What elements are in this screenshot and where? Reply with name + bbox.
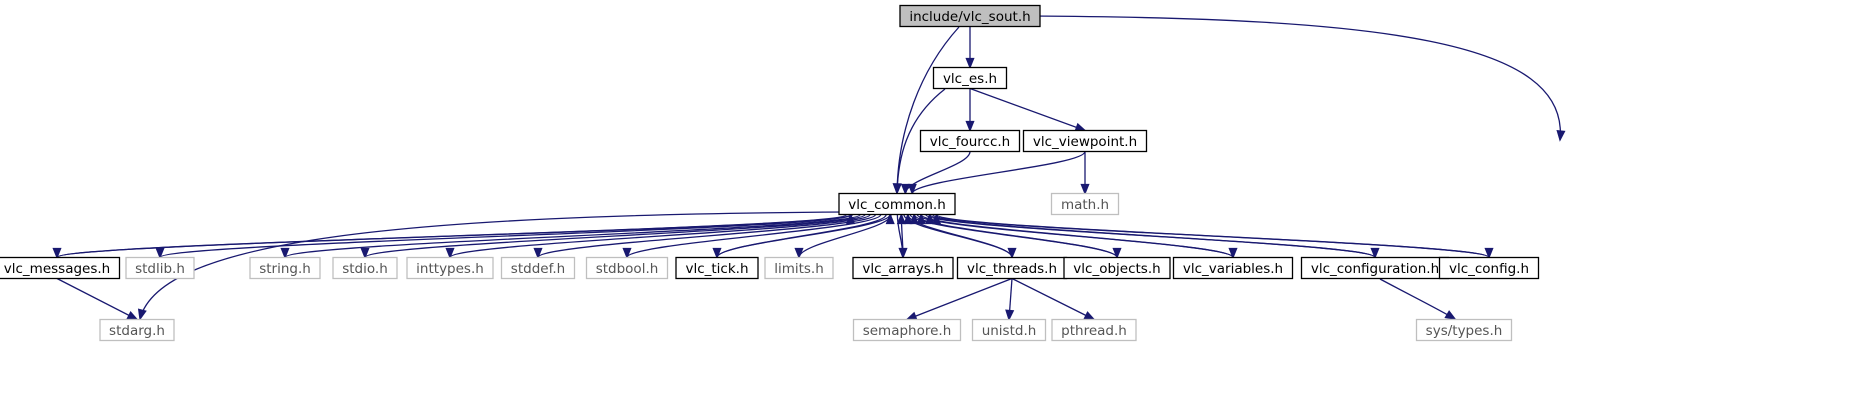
node-label: vlc_arrays.h	[862, 261, 943, 277]
node-pthread: pthread.h	[1051, 318, 1137, 342]
node-label: stdarg.h	[109, 323, 165, 339]
node-label: vlc_tick.h	[685, 261, 748, 277]
node-label: vlc_objects.h	[1073, 261, 1160, 277]
node-vlc-tick[interactable]: vlc_tick.h	[675, 256, 759, 280]
edge-vlc_common-to-stdarg	[137, 211, 846, 321]
node-vlc-messages[interactable]: vlc_messages.h	[0, 256, 121, 280]
node-label: math.h	[1061, 197, 1109, 213]
edge-vlc_sout-to-vlc_es	[965, 26, 975, 70]
node-vlc-fourcc[interactable]: vlc_fourcc.h	[919, 129, 1021, 153]
edge-vlc_threads-to-unistd	[1005, 278, 1015, 322]
edge-vlc_messages-to-vlc_common	[56, 212, 856, 259]
node-vlc-config[interactable]: vlc_config.h	[1438, 256, 1540, 280]
node-label: stdlib.h	[135, 261, 185, 277]
node-label: inttypes.h	[416, 261, 484, 277]
node-label: stddef.h	[511, 261, 565, 277]
node-label: vlc_configuration.h	[1311, 261, 1439, 277]
node-math: math.h	[1050, 192, 1120, 216]
node-label: unistd.h	[982, 323, 1037, 339]
node-unistd: unistd.h	[971, 318, 1047, 342]
node-inttypes: inttypes.h	[406, 256, 494, 280]
edge-vlc_es-to-vlc_viewpoint	[969, 87, 1087, 132]
node-label: stdbool.h	[596, 261, 659, 277]
edge-vlc_tick-to-vlc_common	[716, 212, 895, 258]
node-label: vlc_fourcc.h	[930, 134, 1010, 150]
edge-vlc_viewpoint-to-vlc_common	[907, 151, 1086, 196]
node-string: string.h	[249, 256, 321, 280]
node-vlc-threads[interactable]: vlc_threads.h	[956, 256, 1068, 280]
node-label: include/vlc_sout.h	[909, 9, 1030, 25]
edge-vlc_configuration-to-vlc_common	[925, 212, 1376, 259]
edges-layer	[52, 15, 1566, 322]
node-label: vlc_es.h	[943, 71, 997, 87]
node-label: semaphore.h	[863, 323, 952, 339]
edge-vlc_configuration-to-sys_types	[1379, 278, 1457, 320]
node-vlc-common[interactable]: vlc_common.h	[838, 192, 956, 216]
node-vlc-es[interactable]: vlc_es.h	[932, 66, 1008, 90]
node-vlc-sout[interactable]: include/vlc_sout.h	[899, 4, 1041, 28]
edge-vlc_threads-to-pthread	[1011, 277, 1096, 321]
node-label: vlc_threads.h	[967, 261, 1057, 277]
node-label: limits.h	[774, 261, 824, 277]
edge-vlc_viewpoint-to-math	[1080, 151, 1090, 196]
edge-vlc_sout-to-sys_types	[1029, 15, 1566, 142]
node-limits: limits.h	[764, 256, 834, 280]
node-vlc-variables[interactable]: vlc_variables.h	[1172, 256, 1294, 280]
edge-vlc_messages-to-stdarg	[56, 277, 139, 321]
edge-vlc_common-to-stddef	[533, 213, 877, 260]
edge-vlc_fourcc-to-vlc_common	[900, 151, 971, 196]
edge-vlc_common-to-stdlib	[155, 213, 854, 260]
node-label: vlc_common.h	[848, 197, 946, 213]
node-vlc-configuration[interactable]: vlc_configuration.h	[1300, 256, 1450, 280]
edge-vlc_common-to-stdio	[360, 213, 866, 260]
node-label: string.h	[259, 261, 311, 277]
node-label: vlc_variables.h	[1183, 261, 1283, 277]
node-vlc-objects[interactable]: vlc_objects.h	[1063, 256, 1171, 280]
node-stdarg: stdarg.h	[99, 318, 175, 342]
node-label: vlc_viewpoint.h	[1033, 134, 1137, 150]
node-stdbool: stdbool.h	[585, 256, 669, 280]
edge-vlc_arrays-to-vlc_common	[896, 212, 906, 258]
node-stdio: stdio.h	[332, 256, 398, 280]
edge-vlc_common-to-string	[280, 213, 861, 260]
edge-vlc_es-to-vlc_common	[892, 88, 946, 195]
node-label: pthread.h	[1061, 323, 1127, 339]
edge-vlc_common-to-stdbool	[622, 213, 882, 260]
node-label: stdio.h	[342, 261, 388, 277]
node-semaphore: semaphore.h	[852, 318, 962, 342]
node-label: vlc_messages.h	[4, 261, 110, 277]
node-vlc-arrays[interactable]: vlc_arrays.h	[852, 256, 954, 280]
node-stdlib: stdlib.h	[125, 256, 195, 280]
node-sys-types: sys/types.h	[1415, 318, 1513, 342]
node-label: vlc_config.h	[1449, 261, 1529, 277]
edge-vlc_es-to-vlc_fourcc	[965, 88, 975, 133]
node-vlc-viewpoint[interactable]: vlc_viewpoint.h	[1022, 129, 1148, 153]
node-label: sys/types.h	[1426, 323, 1503, 339]
edge-vlc_config-to-vlc_common	[931, 212, 1490, 259]
node-stddef: stddef.h	[500, 256, 576, 280]
edge-vlc_threads-to-semaphore	[905, 277, 1013, 321]
